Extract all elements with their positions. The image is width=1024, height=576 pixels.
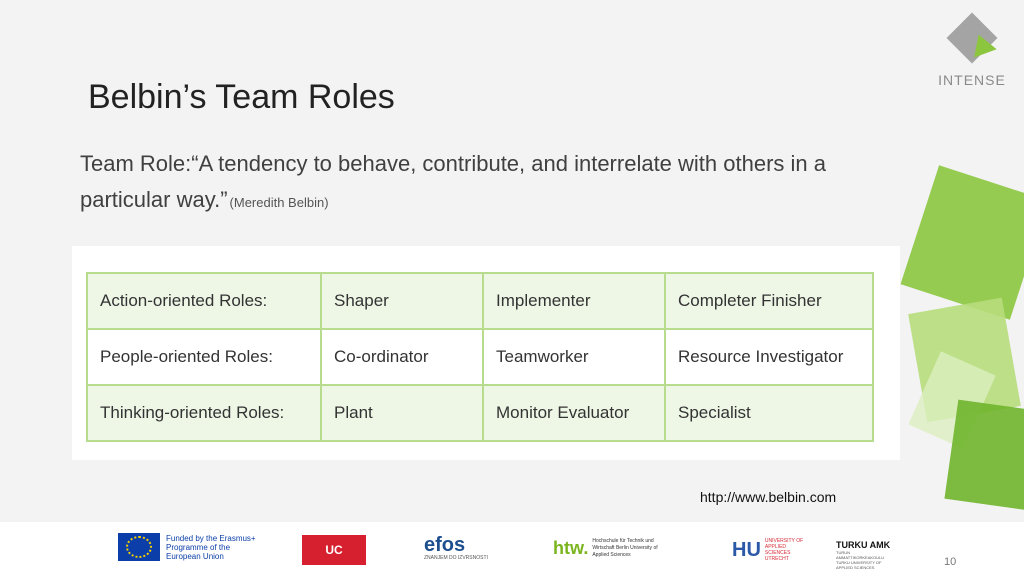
eu-flag-icon xyxy=(118,533,160,561)
table-row: Thinking-oriented Roles: Plant Monitor E… xyxy=(86,384,874,442)
htw-logo-text: Hochschule für Technik und Wirtschaft Be… xyxy=(592,538,658,558)
table-cell: Thinking-oriented Roles: xyxy=(86,384,322,442)
table-cell: Resource Investigator xyxy=(664,328,874,386)
eu-erasmus-logo: Funded by the Erasmus+ Programme of the … xyxy=(118,533,262,561)
htw-logo: htw. Hochschule für Technik und Wirtscha… xyxy=(553,538,662,559)
table-cell: Plant xyxy=(320,384,484,442)
efos-logo-subtext: ZNANJEM DO IZVRSNOSTI xyxy=(424,555,488,561)
eu-logo-text: Funded by the Erasmus+ Programme of the … xyxy=(166,533,256,561)
team-roles-table-panel: Action-oriented Roles: Shaper Implemente… xyxy=(72,246,900,460)
source-link[interactable]: http://www.belbin.com xyxy=(700,489,837,505)
table-cell: Action-oriented Roles: xyxy=(86,272,322,330)
uc-logo: UC xyxy=(302,535,366,565)
table-row: Action-oriented Roles: Shaper Implemente… xyxy=(86,272,874,330)
table-cell: Shaper xyxy=(320,272,484,330)
hu-logo: HU UNIVERSITY OF APPLIED SCIENCES UTRECH… xyxy=(732,538,809,562)
hu-logo-mark: HU xyxy=(732,538,761,561)
turku-logo-subtext: TURUN AMMATTIKORKEAKOULU TURKU UNIVERSIT… xyxy=(836,550,885,570)
definition-block: Team Role:“A tendency to behave, contrib… xyxy=(80,146,840,221)
table-cell: Completer Finisher xyxy=(664,272,874,330)
definition-author: (Meredith Belbin) xyxy=(229,195,329,210)
table-cell: Implementer xyxy=(482,272,666,330)
efos-logo: efos ZNANJEM DO IZVRSNOSTI xyxy=(424,535,488,561)
logo-mark-icon xyxy=(946,12,998,64)
definition-text: Team Role:“A tendency to behave, contrib… xyxy=(80,151,826,212)
table-cell: Specialist xyxy=(664,384,874,442)
team-roles-table: Action-oriented Roles: Shaper Implemente… xyxy=(86,272,874,442)
intense-logo: INTENSE xyxy=(932,12,1012,94)
efos-logo-text: efos xyxy=(424,534,466,556)
table-cell: Monitor Evaluator xyxy=(482,384,666,442)
table-row: People-oriented Roles: Co-ordinator Team… xyxy=(86,328,874,386)
slide-title: Belbin’s Team Roles xyxy=(88,78,395,116)
decorative-shape xyxy=(900,165,1024,320)
partner-logos-footer: Funded by the Erasmus+ Programme of the … xyxy=(0,522,1024,576)
table-cell: People-oriented Roles: xyxy=(86,328,322,386)
table-cell: Teamworker xyxy=(482,328,666,386)
turku-amk-logo: TURKU AMK TURUN AMMATTIKORKEAKOULU TURKU… xyxy=(836,540,890,570)
table-cell: Co-ordinator xyxy=(320,328,484,386)
logo-text: INTENSE xyxy=(938,72,1006,88)
turku-logo-text: TURKU AMK xyxy=(836,540,891,550)
decorative-shape xyxy=(944,399,1024,511)
hu-logo-text: UNIVERSITY OF APPLIED SCIENCES UTRECHT xyxy=(764,538,804,562)
htw-logo-mark: htw. xyxy=(553,538,589,558)
page-number: 10 xyxy=(944,556,957,568)
